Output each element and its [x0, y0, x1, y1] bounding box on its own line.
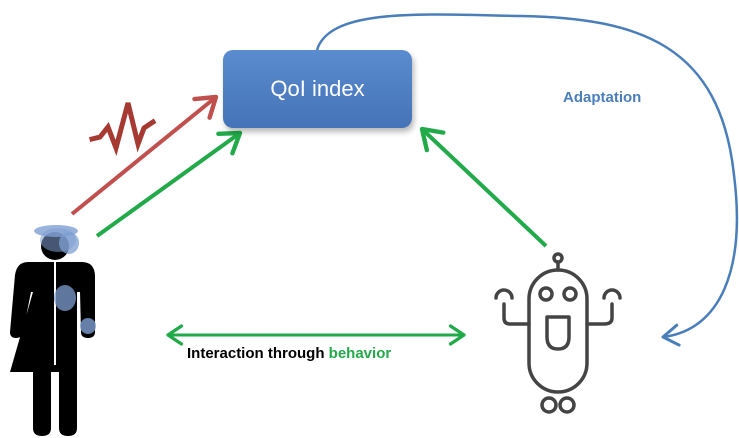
qoi-index-label: QoI index: [270, 76, 365, 101]
person-icon: [10, 225, 96, 436]
adaptation-arrow: [315, 13, 739, 347]
robot-icon: [494, 252, 622, 414]
signal-arrow: [70, 94, 219, 216]
zigzag-signal-icon: [88, 102, 157, 157]
interaction-label-prefix: Interaction through: [187, 345, 329, 362]
robot-to-qoi-arrow: [419, 126, 548, 248]
person-to-qoi-arrow: [95, 130, 243, 238]
adaptation-label: Adaptation: [563, 89, 642, 106]
qoi-index-box: QoI index: [223, 50, 412, 128]
interaction-label: Interaction through behavior: [187, 345, 391, 362]
interaction-label-accent: behavior: [328, 345, 392, 362]
